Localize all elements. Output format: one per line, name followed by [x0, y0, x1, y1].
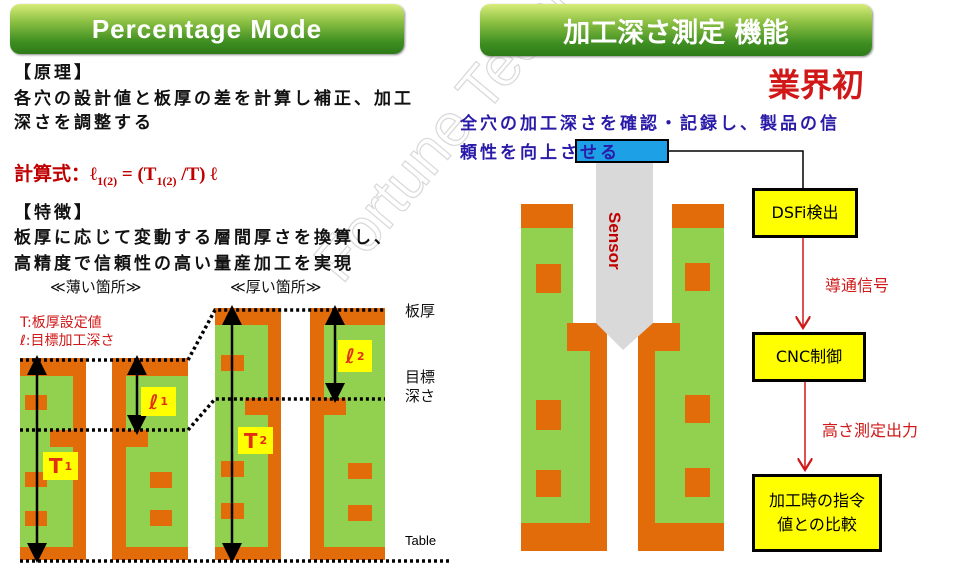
- sensor-head-box: [575, 139, 669, 163]
- thickness-label: 板厚: [405, 302, 436, 320]
- left-header: Percentage Mode: [10, 4, 404, 54]
- formula-eq: = (T: [117, 164, 157, 185]
- target-depth-label: 目標: [405, 368, 436, 386]
- flow-box-dsfi: DSFi検出: [752, 188, 858, 238]
- formula-lhs: ℓ: [90, 164, 98, 185]
- formula: 計算式：ℓ1(2) = (T1(2) /T) ℓ: [14, 159, 217, 189]
- principle-heading: 【原理】: [14, 63, 94, 83]
- purpose-line: 頼性を向上させる: [460, 143, 620, 163]
- dotted-guides: [20, 308, 450, 563]
- target-depth-label-2: 深さ: [405, 387, 436, 405]
- features-line: 板厚に応じて変動する層間厚さを換算し、: [14, 228, 394, 248]
- sensor-probe: [596, 163, 653, 350]
- flow-box-compare: 加工時の指令 値との比較: [752, 474, 882, 552]
- legend-t: T:板厚設定値: [20, 315, 102, 331]
- features-heading: 【特徴】: [14, 203, 94, 223]
- formula-rest: /T) ℓ: [176, 164, 218, 185]
- right-header: 加工深さ測定 機能: [480, 4, 872, 56]
- sensor-connector-line: [669, 150, 804, 190]
- principle-line: 各穴の設計値と板厚の差を計算し補正、加工: [14, 89, 414, 109]
- legend-l: ℓ:目標加工深さ: [20, 333, 115, 349]
- table-label: Table: [405, 533, 437, 548]
- formula-t-sub: 1(2): [156, 173, 177, 188]
- flow-box-cnc: CNC制御: [752, 332, 866, 382]
- flow-label-conduction: 導通信号: [825, 276, 890, 295]
- thick-section-label: ≪厚い箇所≫: [230, 278, 322, 296]
- flow-label-height-output: 高さ測定出力: [822, 421, 919, 440]
- sensor-label: Sensor: [605, 212, 624, 270]
- formula-lhs-sub: 1(2): [97, 173, 118, 188]
- formula-label: 計算式：: [14, 164, 91, 185]
- features-line: 高精度で信頼性の高い量産加工を実現: [14, 254, 354, 274]
- purpose-line: 全穴の加工深さを確認・記録し、製品の信: [460, 114, 840, 134]
- pcb-hole-left-wall: [521, 204, 607, 551]
- principle-line: 深さを調整する: [14, 113, 154, 133]
- industry-first-label: 業界初: [768, 66, 865, 104]
- compare-line: 値との比較: [777, 515, 857, 534]
- compare-line: 加工時の指令: [768, 491, 865, 510]
- thin-section-label: ≪薄い箇所≫: [50, 278, 142, 296]
